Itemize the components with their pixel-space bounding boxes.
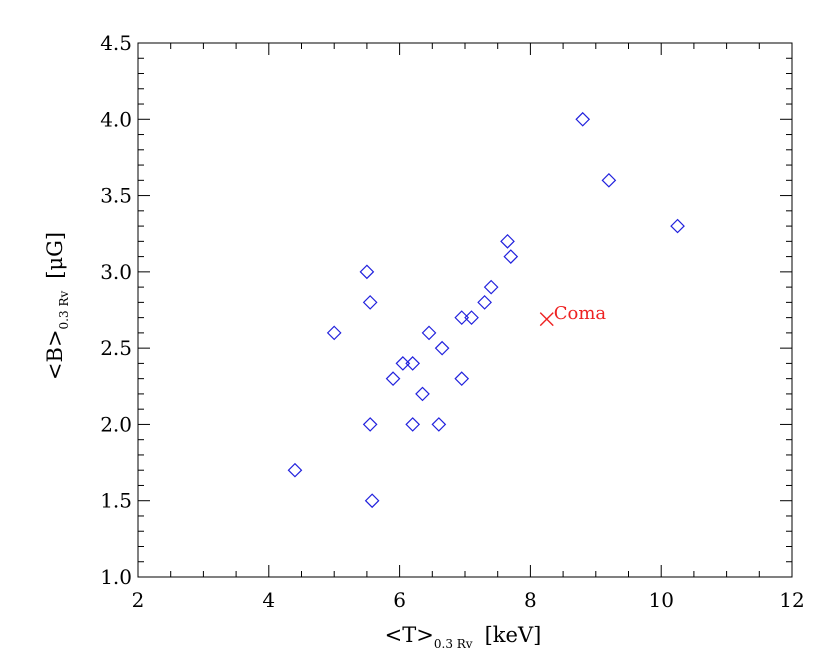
y-tick-label: 4.0 xyxy=(100,107,132,131)
data-point-diamond xyxy=(601,172,617,188)
data-point-diamond xyxy=(464,310,479,325)
x-axis-label-main: <T> xyxy=(385,623,434,647)
plot-frame xyxy=(137,42,793,578)
data-point-diamond xyxy=(415,386,430,402)
data-point-diamond xyxy=(326,325,342,341)
x-axis-label: <T>0.3 Rv [keV] xyxy=(385,623,542,651)
y-tick-label: 3.5 xyxy=(100,184,132,208)
data-point-diamond xyxy=(405,356,421,371)
y-tick-label: 4.5 xyxy=(100,31,132,55)
annotations: Coma xyxy=(539,303,607,327)
y-axis-label-main: <B> xyxy=(43,329,67,380)
data-point-diamond xyxy=(287,462,303,478)
x-tick-label: 10 xyxy=(648,588,673,612)
coma-label: Coma xyxy=(554,303,607,324)
data-point-diamond xyxy=(483,279,499,295)
x-tick-label: 2 xyxy=(132,588,145,612)
data-point-diamond xyxy=(364,493,380,509)
coma-x-marker xyxy=(539,312,554,327)
y-tick-label: 1.5 xyxy=(100,489,132,513)
data-point-diamond xyxy=(359,264,375,280)
y-tick-label: 3.0 xyxy=(100,260,132,284)
data-point-diamond xyxy=(405,417,421,432)
data-point-diamond xyxy=(670,218,685,234)
y-tick-label: 2.0 xyxy=(100,412,132,436)
data-point-diamond xyxy=(431,417,447,432)
x-tick-label: 4 xyxy=(262,588,275,612)
data-point-diamond xyxy=(434,340,450,356)
x-axis-label-sub: 0.3 Rv xyxy=(434,637,473,651)
x-tick-label: 12 xyxy=(779,588,804,612)
data-point-diamond xyxy=(362,417,378,432)
data-point-diamond xyxy=(362,295,378,310)
data-point-diamond xyxy=(395,356,411,371)
data-point-diamond xyxy=(385,371,401,387)
x-tick-label: 8 xyxy=(524,588,537,612)
data-point-diamond xyxy=(503,249,519,264)
x-axis-label-unit: [keV] xyxy=(485,623,542,647)
y-axis-label: <B>0.3 Rv [μG] xyxy=(43,232,71,380)
data-markers xyxy=(287,111,685,509)
y-tick-label: 2.5 xyxy=(100,336,132,360)
data-point-diamond xyxy=(575,111,591,127)
y-tick-label: 1.0 xyxy=(100,565,132,589)
data-point-diamond xyxy=(500,233,515,249)
data-point-diamond xyxy=(454,310,470,325)
data-point-diamond xyxy=(454,371,470,387)
y-axis-label-sub: 0.3 Rv xyxy=(57,291,71,330)
y-axis-label-unit: [μG] xyxy=(43,232,67,279)
plot-axes: 2 4 6 8 10 12 1.0 1.5 2.0 2.5 3.0 3.5 4.0 4.5 xyxy=(100,31,805,612)
data-point-diamond xyxy=(477,295,492,310)
x-tick-label: 6 xyxy=(393,588,406,612)
data-point-diamond xyxy=(421,325,437,341)
